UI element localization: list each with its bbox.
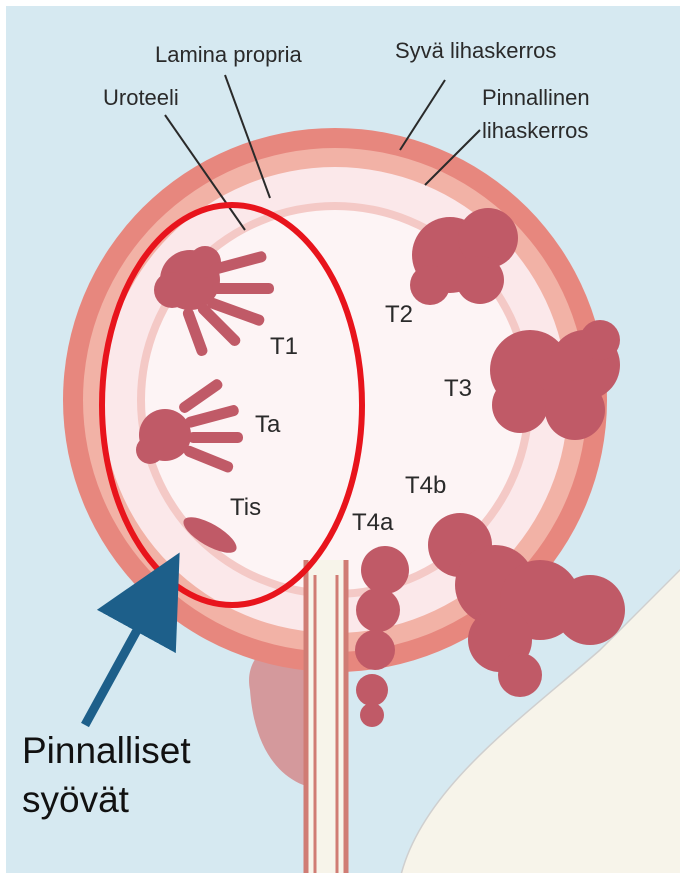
label-pinnallinen-line2: lihaskerros [482, 118, 588, 143]
label-pinnallinen-line1: Pinnallinen [482, 85, 590, 110]
stage-label-t4a: T4a [352, 509, 394, 536]
callout-line2: syövät [22, 779, 130, 820]
stage-label-ta: Ta [255, 411, 281, 438]
callout-line1: Pinnalliset [22, 730, 191, 771]
label-lamina-propria: Lamina propria [155, 42, 303, 67]
label-uroteeli: Uroteeli [103, 85, 179, 110]
stage-label-t4b: T4b [405, 472, 446, 499]
stage-label-tis: Tis [230, 494, 261, 521]
label-syva-lihaskerros: Syvä lihaskerros [395, 38, 556, 63]
stage-label-t3: T3 [444, 375, 472, 402]
stage-label-t1: T1 [270, 333, 298, 360]
urethra [304, 560, 348, 879]
stage-label-t2: T2 [385, 301, 413, 328]
